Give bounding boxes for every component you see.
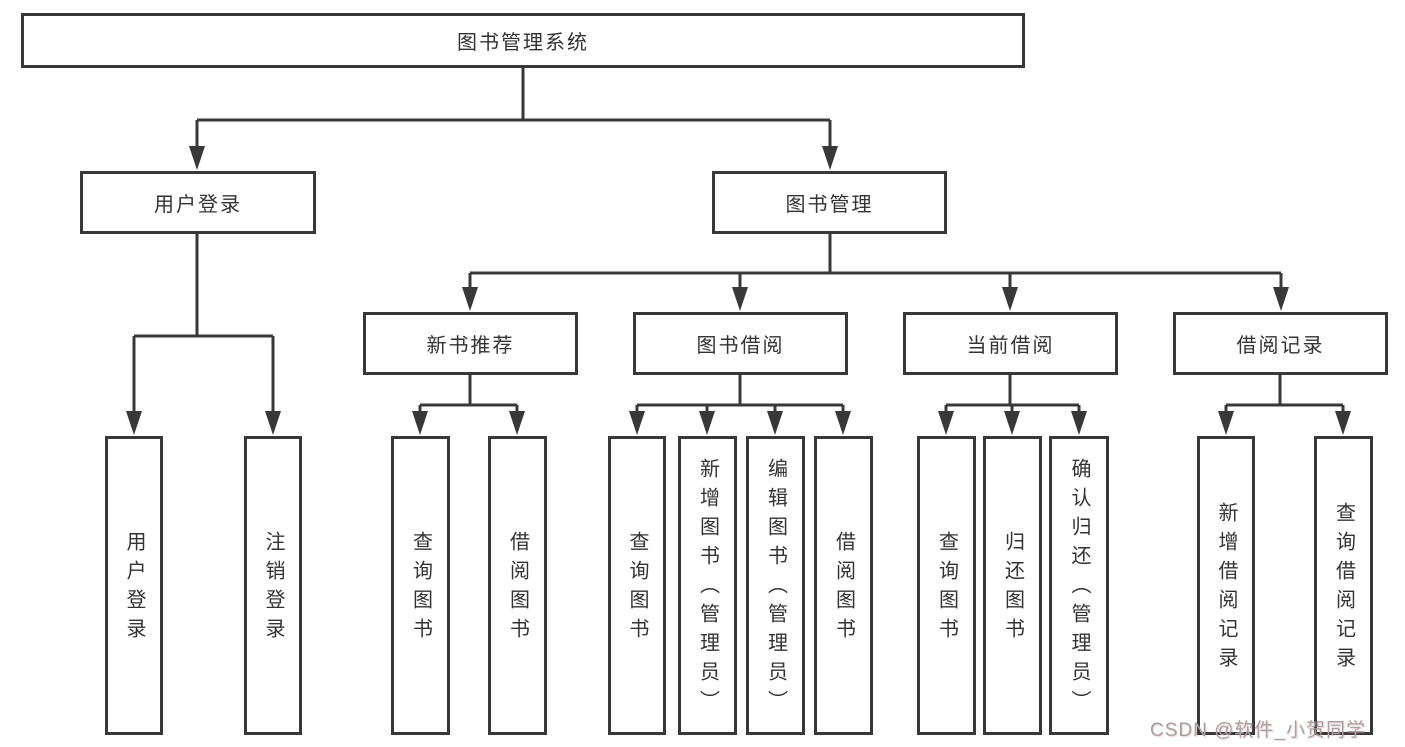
csdn-watermark: CSDN @软件_小贺同学 [1150, 720, 1366, 741]
node-user-login: 用户登录 [80, 171, 316, 234]
leaf-borrow-books-recommend: 借阅图书 [488, 436, 547, 735]
leaf-query-books-current: 查询图书 [917, 436, 976, 735]
leaf-return-books: 归还图书 [983, 436, 1042, 735]
arrowheads [126, 146, 1351, 435]
node-book-management: 图书管理 [712, 171, 947, 234]
node-system-root: 图书管理系统 [21, 13, 1025, 68]
node-borrowing-records: 借阅记录 [1173, 312, 1388, 375]
leaf-logout: 注销登录 [244, 436, 302, 735]
leaf-user-login: 用户登录 [105, 436, 163, 735]
leaf-borrow-books-borrowing: 借阅图书 [814, 436, 873, 735]
node-book-borrowing: 图书借阅 [633, 312, 848, 375]
leaf-confirm-return-admin: 确认归还（管理员） [1049, 436, 1109, 735]
leaf-query-books-recommend: 查询图书 [391, 436, 450, 735]
leaf-query-borrow-record: 查询借阅记录 [1314, 436, 1373, 735]
leaf-add-borrow-record: 新增借阅记录 [1197, 436, 1255, 735]
leaf-query-books-borrowing: 查询图书 [608, 436, 666, 735]
node-current-borrowing: 当前借阅 [903, 312, 1118, 375]
leaf-add-books-admin: 新增图书（管理员） [678, 436, 737, 735]
node-new-book-recommend: 新书推荐 [363, 312, 578, 375]
leaf-edit-books-admin: 编辑图书（管理员） [746, 436, 805, 735]
